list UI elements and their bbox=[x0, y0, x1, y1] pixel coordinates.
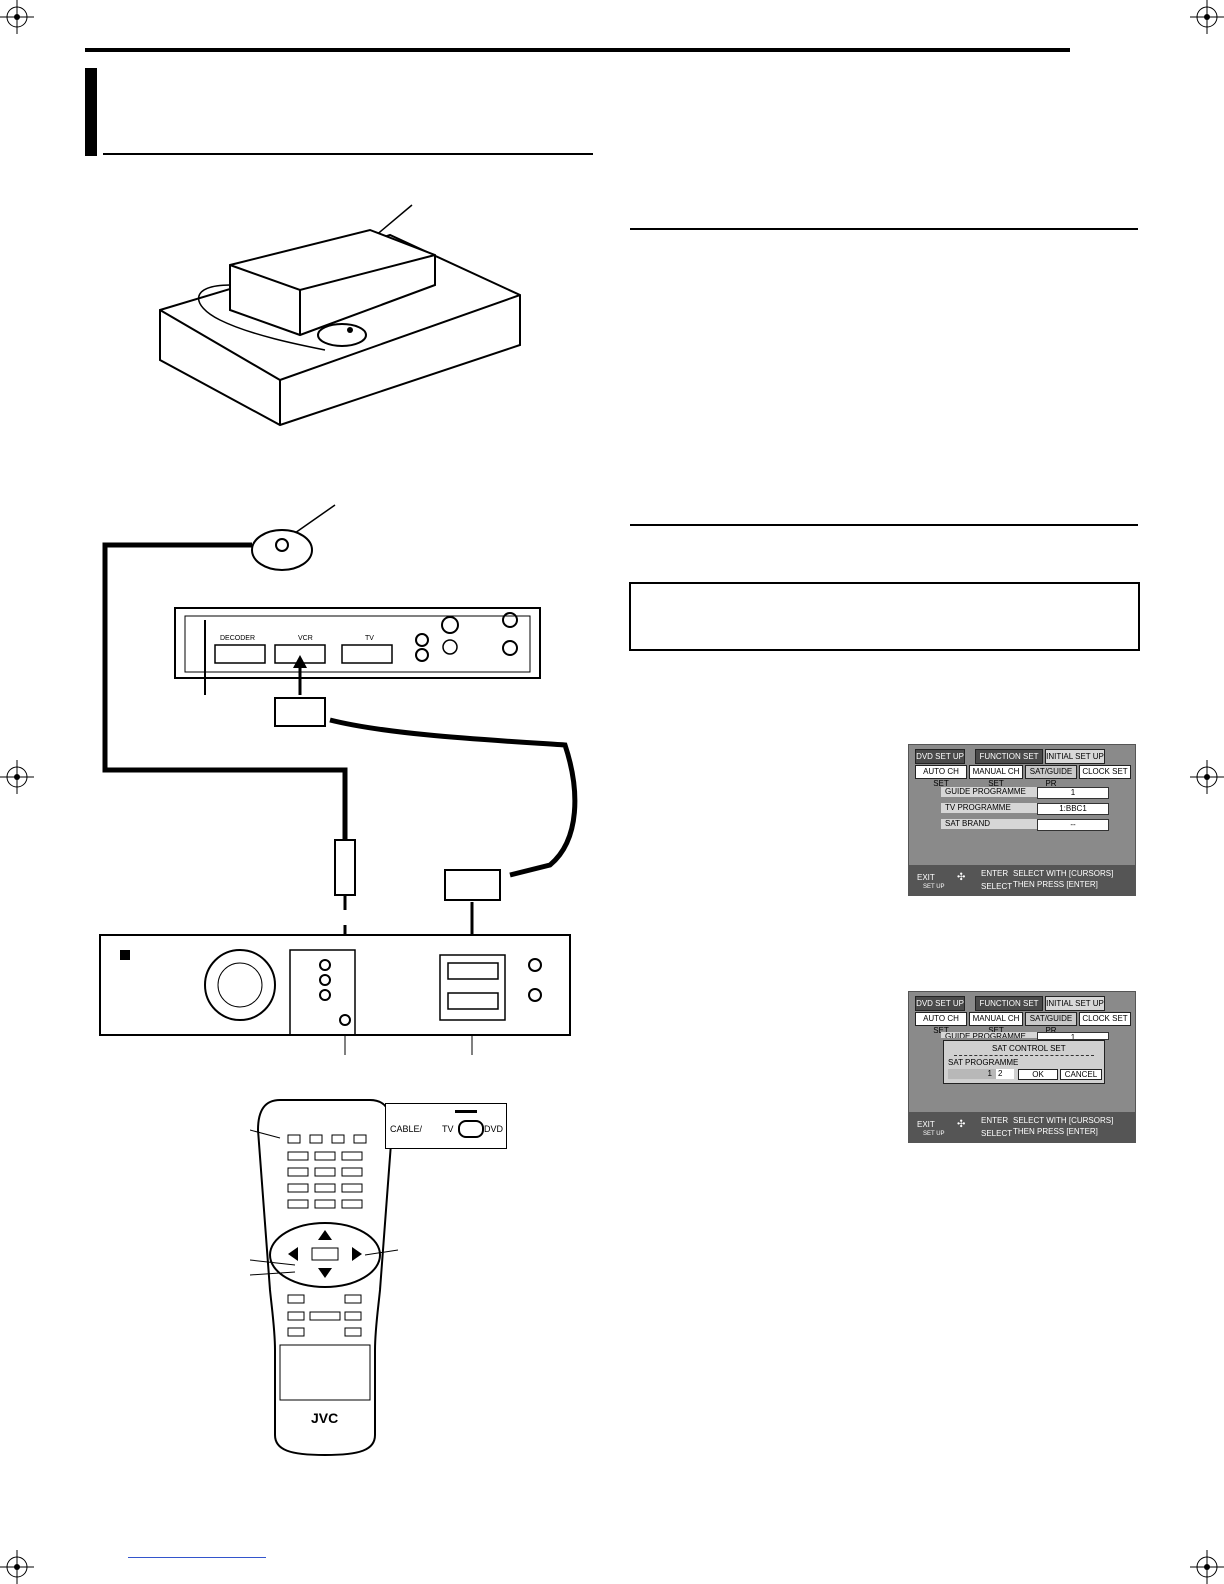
registration-mark-icon bbox=[1190, 0, 1224, 34]
sat-control-dialog: SAT CONTROL SET SAT PROGRAMME 1 2 OK CAN… bbox=[943, 1040, 1105, 1084]
footer-link-underline bbox=[128, 1557, 266, 1558]
tv-programme-label: TV PROGRAMME bbox=[941, 803, 1037, 813]
osd-screen-2: DVD SET UP FUNCTION SET UP INITIAL SET U… bbox=[908, 991, 1136, 1143]
registration-mark-icon bbox=[0, 760, 34, 794]
guide-programme-value[interactable]: 1 bbox=[1037, 787, 1109, 799]
mode-switch-cable-label: CABLE/ bbox=[390, 1124, 423, 1134]
section-bar bbox=[85, 68, 97, 156]
select-label: SELECT bbox=[981, 1129, 1013, 1138]
cancel-button[interactable]: CANCEL bbox=[1060, 1069, 1102, 1080]
remote-control bbox=[250, 1099, 399, 1457]
vcr-label: VCR bbox=[298, 635, 313, 642]
controller-eye bbox=[317, 323, 367, 347]
placement-illustration bbox=[159, 204, 521, 427]
enter-label: ENTER bbox=[981, 1116, 1009, 1125]
subtab-auto-ch-set[interactable]: AUTO CH SET bbox=[915, 1012, 967, 1035]
mini-plug bbox=[334, 839, 356, 896]
tab-initial-setup[interactable]: INITIAL SET UP bbox=[1045, 996, 1105, 1011]
scart-plug bbox=[274, 697, 326, 727]
subtab-sat-guide-pr[interactable]: SAT/GUIDE PR bbox=[1025, 765, 1077, 788]
ok-button[interactable]: OK bbox=[1018, 1069, 1058, 1080]
title-underline bbox=[103, 153, 593, 155]
tv-programme-value[interactable]: 1:BBC1 bbox=[1037, 803, 1109, 815]
sat-programme-label: SAT PROGRAMME bbox=[948, 1058, 1019, 1067]
mode-switch-callout bbox=[385, 1103, 507, 1149]
subtab-clock-set[interactable]: CLOCK SET bbox=[1079, 765, 1131, 779]
hint-line-2: THEN PRESS [ENTER] bbox=[1013, 1127, 1098, 1136]
mode-switch-toggle[interactable] bbox=[458, 1120, 484, 1138]
cursor-pad-icon: ✣ bbox=[957, 1119, 966, 1130]
tv-scart bbox=[341, 644, 393, 664]
guide-programme-label: GUIDE PROGRAMME bbox=[941, 1032, 1037, 1038]
tab-dvd-setup[interactable]: DVD SET UP bbox=[915, 749, 965, 764]
subtab-manual-ch-set[interactable]: MANUAL CH SET bbox=[969, 765, 1023, 788]
guide-programme-value: 1 bbox=[1037, 1032, 1109, 1040]
hint-line-1: SELECT WITH [CURSORS] bbox=[1013, 1116, 1114, 1125]
registration-mark-icon bbox=[1190, 760, 1224, 794]
subtab-manual-ch-set[interactable]: MANUAL CH SET bbox=[969, 1012, 1023, 1035]
tab-function-setup[interactable]: FUNCTION SET UP bbox=[975, 749, 1043, 774]
exit-label: EXIT bbox=[917, 1120, 935, 1129]
dialog-title: SAT CONTROL SET bbox=[992, 1044, 1066, 1053]
hint-line-1: SELECT WITH [CURSORS] bbox=[1013, 869, 1114, 878]
note-box bbox=[629, 582, 1140, 651]
registration-mark-icon bbox=[0, 1550, 34, 1584]
registration-mark-icon bbox=[1190, 1550, 1224, 1584]
decoder-scart bbox=[214, 644, 266, 664]
sat-brand-label: SAT BRAND bbox=[941, 819, 1037, 829]
tab-initial-setup[interactable]: INITIAL SET UP bbox=[1045, 749, 1105, 764]
fan-grille bbox=[204, 949, 276, 1021]
osd-screen-1: DVD SET UP FUNCTION SET UP INITIAL SET U… bbox=[908, 744, 1136, 896]
mode-switch-arrow bbox=[455, 1110, 477, 1113]
osd-footer: EXIT SET UP ✣ ENTER SELECT SELECT WITH [… bbox=[909, 1112, 1135, 1142]
subtab-clock-set[interactable]: CLOCK SET bbox=[1079, 1012, 1131, 1026]
tab-function-setup[interactable]: FUNCTION SET UP bbox=[975, 996, 1043, 1021]
header-rule bbox=[85, 48, 1070, 52]
select-label: SELECT bbox=[981, 882, 1013, 891]
sat-programme-value-1[interactable]: 1 bbox=[948, 1069, 996, 1079]
subtab-auto-ch-set[interactable]: AUTO CH SET bbox=[915, 765, 967, 788]
sat-brand-value[interactable]: -- bbox=[1037, 819, 1109, 831]
guide-programme-label: GUIDE PROGRAMME bbox=[941, 787, 1037, 797]
registration-mark-icon bbox=[0, 0, 34, 34]
scart-plug bbox=[444, 869, 501, 901]
osd-footer: EXIT SET UP ✣ ENTER SELECT SELECT WITH [… bbox=[909, 865, 1135, 895]
enter-label: ENTER bbox=[981, 869, 1009, 878]
tab-dvd-setup[interactable]: DVD SET UP bbox=[915, 996, 965, 1011]
decoder-label: DECODER bbox=[220, 635, 256, 642]
tv-label: TV bbox=[365, 635, 374, 642]
remote-brand-logo: JVC bbox=[311, 1410, 339, 1426]
recorder-rear-panel bbox=[99, 934, 571, 1036]
connection-diagram bbox=[99, 504, 578, 1055]
dialog-divider bbox=[954, 1055, 1094, 1056]
section-rule bbox=[630, 524, 1138, 526]
hint-line-2: THEN PRESS [ENTER] bbox=[1013, 880, 1098, 889]
setup-label: SET UP bbox=[923, 884, 945, 890]
section-rule bbox=[630, 228, 1138, 230]
sat-programme-value-2[interactable]: 2 bbox=[996, 1069, 1014, 1079]
mode-switch-tv-label: TV bbox=[442, 1124, 454, 1134]
mode-switch-dvd-label: DVD bbox=[484, 1124, 504, 1134]
subtab-sat-guide-pr[interactable]: SAT/GUIDE PR bbox=[1025, 1012, 1077, 1035]
cursor-pad-icon: ✣ bbox=[957, 872, 966, 883]
setup-label: SET UP bbox=[923, 1131, 945, 1137]
exit-label: EXIT bbox=[917, 873, 935, 882]
